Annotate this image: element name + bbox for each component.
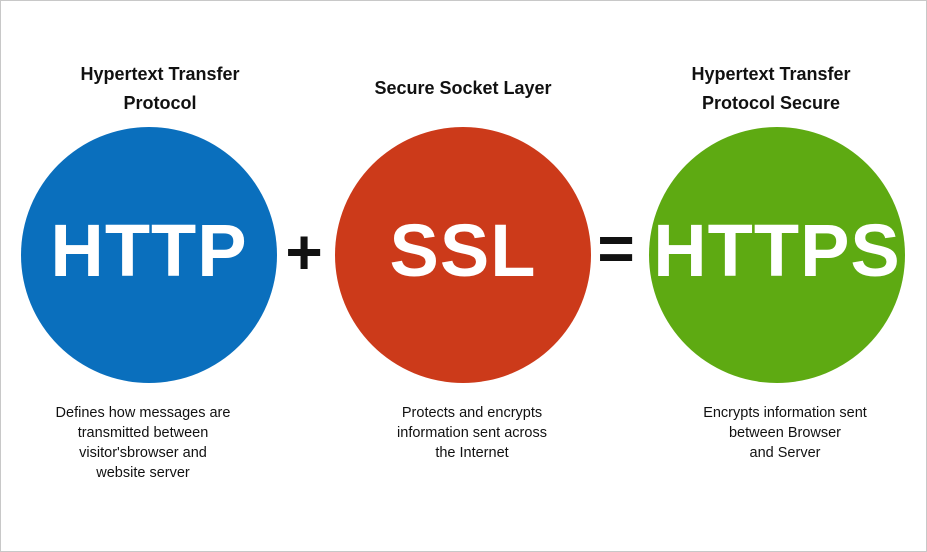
https-description: Encrypts information sent between Browse… xyxy=(703,405,867,461)
https-heading: Hypertext Transfer Protocol Secure xyxy=(691,64,851,113)
plus-operator: + xyxy=(285,216,323,288)
ssl-description: Protects and encrypts information sent a… xyxy=(397,405,547,461)
ssl-heading: Secure Socket Layer xyxy=(374,78,552,98)
http-description: Defines how messages are transmitted bet… xyxy=(55,405,231,481)
ssl-circle-label: SSL xyxy=(389,209,537,292)
http-heading: Hypertext Transfer Protocol xyxy=(80,64,240,113)
http-circle: HTTP xyxy=(21,127,277,383)
https-circle-label: HTTPS xyxy=(653,209,901,292)
equals-operator: = xyxy=(597,212,635,284)
http-circle-label: HTTP xyxy=(50,209,248,292)
https-circle: HTTPS xyxy=(649,127,905,383)
ssl-circle: SSL xyxy=(335,127,591,383)
